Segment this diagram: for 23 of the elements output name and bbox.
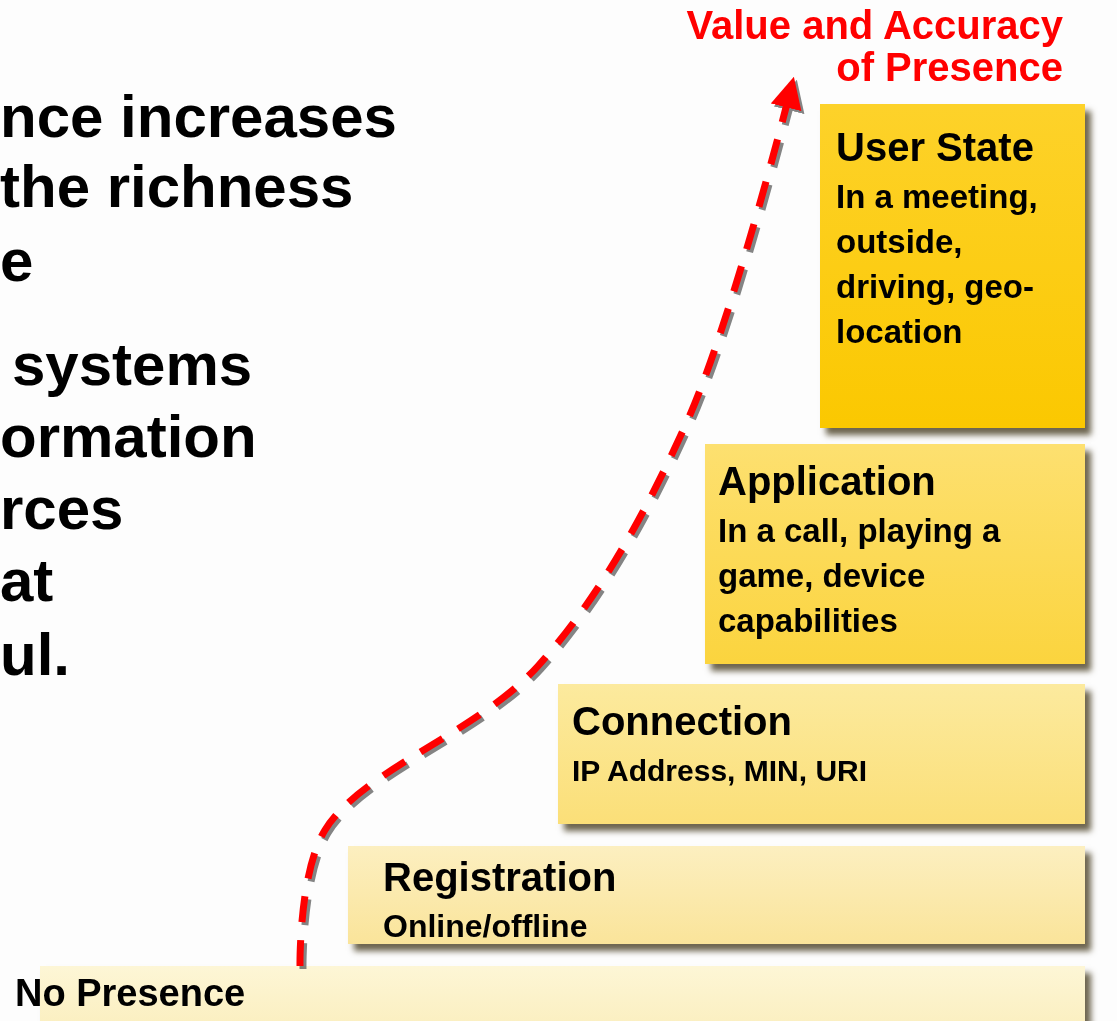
step-title: User State — [836, 124, 1034, 170]
body-text: at — [0, 548, 54, 614]
body-text: e — [0, 228, 34, 294]
axis-label: Value and Accuracy of Presence — [640, 4, 1095, 92]
body-text: systems — [12, 332, 253, 398]
step-title: No Presence — [15, 971, 246, 1016]
body-text: ul. — [0, 622, 70, 688]
body-text: ormation — [0, 404, 257, 470]
step-box — [820, 104, 1085, 428]
step-description: In a call, playing a game, device capabilities — [718, 511, 1002, 641]
step-title: Application — [718, 458, 936, 504]
dashed-arrow — [296, 76, 802, 967]
body-text: rces — [0, 476, 124, 542]
body-text: nce increases — [0, 84, 397, 150]
step-box — [705, 444, 1085, 664]
body-text: the richness — [0, 154, 354, 220]
step-description: Online/offline — [383, 907, 589, 946]
step-box — [558, 684, 1085, 824]
step-title: Connection — [572, 698, 792, 744]
step-description: IP Address, MIN, URI — [572, 753, 869, 789]
step-title: Registration — [383, 854, 617, 900]
step-box — [348, 846, 1085, 944]
step-description: In a meeting, outside, driving, geo-location — [836, 177, 1039, 352]
